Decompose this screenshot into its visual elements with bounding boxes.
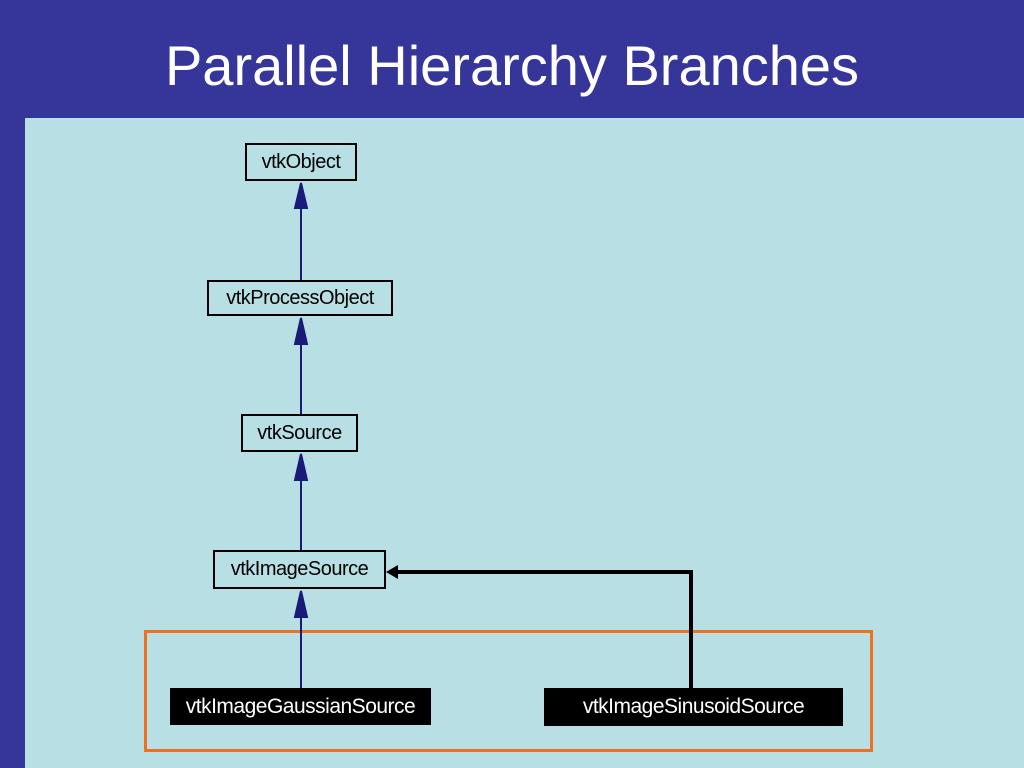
- slide-title: Parallel Hierarchy Branches: [164, 34, 860, 97]
- node-vtkimagegaussiansource: vtkImageGaussianSource: [170, 688, 431, 725]
- node-vtkobject: vtkObject: [245, 143, 357, 181]
- node-vtksource: vtkSource: [241, 414, 358, 452]
- arrowhead-icon: [293, 317, 309, 345]
- arrowhead-icon: [293, 182, 309, 209]
- node-vtkprocessobject: vtkProcessObject: [207, 280, 393, 316]
- arrowhead-icon: [386, 565, 398, 579]
- highlight-box: [144, 630, 873, 752]
- arrowhead-icon: [293, 590, 309, 618]
- node-vtkimagesource: vtkImageSource: [213, 550, 386, 589]
- node-vtkimagesinusoidsource: vtkImageSinusoidSource: [544, 688, 843, 726]
- diagram-panel: [25, 118, 1024, 768]
- edge-sinusoid-imagesource: [396, 570, 693, 688]
- arrowhead-icon: [293, 453, 309, 481]
